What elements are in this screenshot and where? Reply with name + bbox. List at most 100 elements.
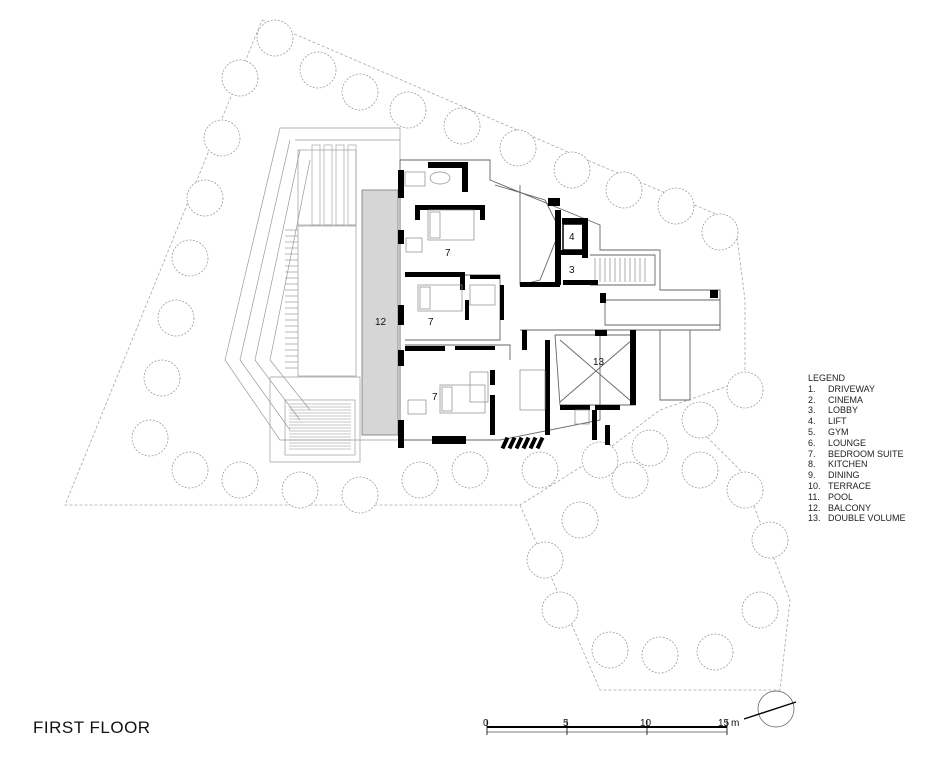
legend-item-label: KITCHEN bbox=[828, 459, 868, 470]
legend-item: 2. CINEMA bbox=[808, 395, 906, 406]
legend-item-number: 12. bbox=[808, 502, 821, 513]
tree-icon bbox=[681, 401, 719, 439]
tree-icon bbox=[221, 59, 259, 97]
balcony bbox=[361, 189, 399, 436]
scale-tick-label: 0 bbox=[483, 718, 489, 729]
tree-icon bbox=[281, 471, 319, 509]
tree-icon bbox=[631, 429, 669, 467]
legend-item-label: POOL bbox=[828, 491, 854, 502]
room-label: 3 bbox=[569, 265, 575, 276]
legend-item-label: GYM bbox=[828, 426, 849, 437]
tree-icon bbox=[526, 541, 564, 579]
drawing-title: FIRST FLOOR bbox=[33, 718, 151, 737]
scale-tick-label: 15 bbox=[718, 718, 730, 729]
scale-tick-label: 5 bbox=[563, 718, 569, 729]
tree-icon bbox=[131, 419, 169, 457]
tree-icon bbox=[657, 187, 695, 225]
tree-icon bbox=[341, 73, 379, 111]
legend-item-number: 4. bbox=[808, 416, 816, 427]
legend-item: 13. DOUBLE VOLUME bbox=[808, 513, 906, 524]
legend-item: 10. TERRACE bbox=[808, 481, 906, 492]
room-label: 7 bbox=[432, 392, 438, 403]
legend-title: LEGEND bbox=[808, 373, 846, 383]
tree-icon bbox=[641, 636, 679, 674]
tree-icon bbox=[541, 591, 579, 629]
legend-item: 1. DRIVEWAY bbox=[808, 384, 906, 395]
tree-icon bbox=[726, 471, 764, 509]
legend-item-number: 8. bbox=[808, 459, 816, 470]
scale-bar bbox=[486, 720, 728, 735]
legend-item: 5. GYM bbox=[808, 427, 906, 438]
tree-icon bbox=[389, 91, 427, 129]
legend-item-number: 11. bbox=[808, 491, 820, 502]
tree-icon bbox=[521, 451, 559, 489]
room-label: 12 bbox=[375, 317, 387, 328]
tree-icon bbox=[401, 461, 439, 499]
legend-item-number: 10. bbox=[808, 480, 821, 491]
legend-item-number: 7. bbox=[808, 448, 816, 459]
lobby-stair bbox=[594, 258, 646, 282]
trees bbox=[131, 19, 789, 674]
legend-item: 6.LOUNGE bbox=[808, 438, 906, 449]
north-arrow-icon bbox=[743, 690, 797, 728]
tree-icon bbox=[157, 299, 195, 337]
tree-icon bbox=[681, 451, 719, 489]
lift-shaft bbox=[562, 223, 584, 251]
legend-item-number: 13. bbox=[808, 513, 821, 524]
site-boundary bbox=[64, 19, 791, 691]
scale-unit-label: m bbox=[731, 718, 739, 729]
tree-icon bbox=[741, 591, 779, 629]
room-label: 7 bbox=[445, 248, 451, 259]
legend-item: 7.BEDROOM SUITE bbox=[808, 449, 906, 460]
legend-item-label: BALCONY bbox=[828, 502, 872, 513]
legend-item-label: DOUBLE VOLUME bbox=[828, 513, 906, 524]
legend-item: 11. POOL bbox=[808, 492, 906, 503]
tree-icon bbox=[171, 451, 209, 489]
tree-icon bbox=[256, 19, 294, 57]
scale-tick-label: 10 bbox=[640, 718, 652, 729]
legend-item-number: 3. bbox=[808, 405, 816, 416]
legend-item: 9.DINING bbox=[808, 470, 906, 481]
room-label: 7 bbox=[428, 317, 434, 328]
legend-item: 8. KITCHEN bbox=[808, 459, 906, 470]
legend-item-label: TERRACE bbox=[828, 480, 872, 491]
legend-item: 3. LOBBY bbox=[808, 405, 906, 416]
legend-item-label: LOBBY bbox=[828, 405, 859, 416]
pool-lanes bbox=[311, 144, 357, 226]
tree-icon bbox=[726, 371, 764, 409]
legend-item-label: LIFT bbox=[828, 416, 847, 427]
tree-icon bbox=[221, 461, 259, 499]
tree-icon bbox=[751, 521, 789, 559]
tree-icon bbox=[701, 213, 739, 251]
tree-icon bbox=[443, 107, 481, 145]
tree-icon bbox=[591, 631, 629, 669]
columns bbox=[500, 436, 545, 450]
steps bbox=[285, 229, 351, 450]
furniture bbox=[404, 171, 590, 425]
legend-item-number: 1. bbox=[808, 383, 816, 394]
tree-icon bbox=[186, 179, 224, 217]
legend-item-number: 5. bbox=[808, 426, 816, 437]
room-label: 13 bbox=[593, 357, 605, 368]
legend-item: 4. LIFT bbox=[808, 416, 906, 427]
room-label: 4 bbox=[569, 232, 575, 243]
scale-bar-labels: 0 5 10 15 m bbox=[483, 718, 739, 729]
legend-item: 12. BALCONY bbox=[808, 503, 906, 514]
tree-icon bbox=[171, 239, 209, 277]
tree-icon bbox=[561, 501, 599, 539]
tree-icon bbox=[581, 441, 619, 479]
legend-item-label: CINEMA bbox=[828, 394, 864, 405]
tree-icon bbox=[143, 359, 181, 397]
legend-item-label: DRIVEWAY bbox=[828, 383, 876, 394]
tree-icon bbox=[203, 119, 241, 157]
room-labels: 7 7 7 12 13 3 4 bbox=[375, 232, 605, 403]
legend-item-number: 2. bbox=[808, 394, 816, 405]
tree-icon bbox=[451, 451, 489, 489]
walls bbox=[398, 162, 718, 448]
tree-icon bbox=[553, 151, 591, 189]
legend-item-label: LOUNGE bbox=[828, 437, 867, 448]
tree-icon bbox=[611, 461, 649, 499]
